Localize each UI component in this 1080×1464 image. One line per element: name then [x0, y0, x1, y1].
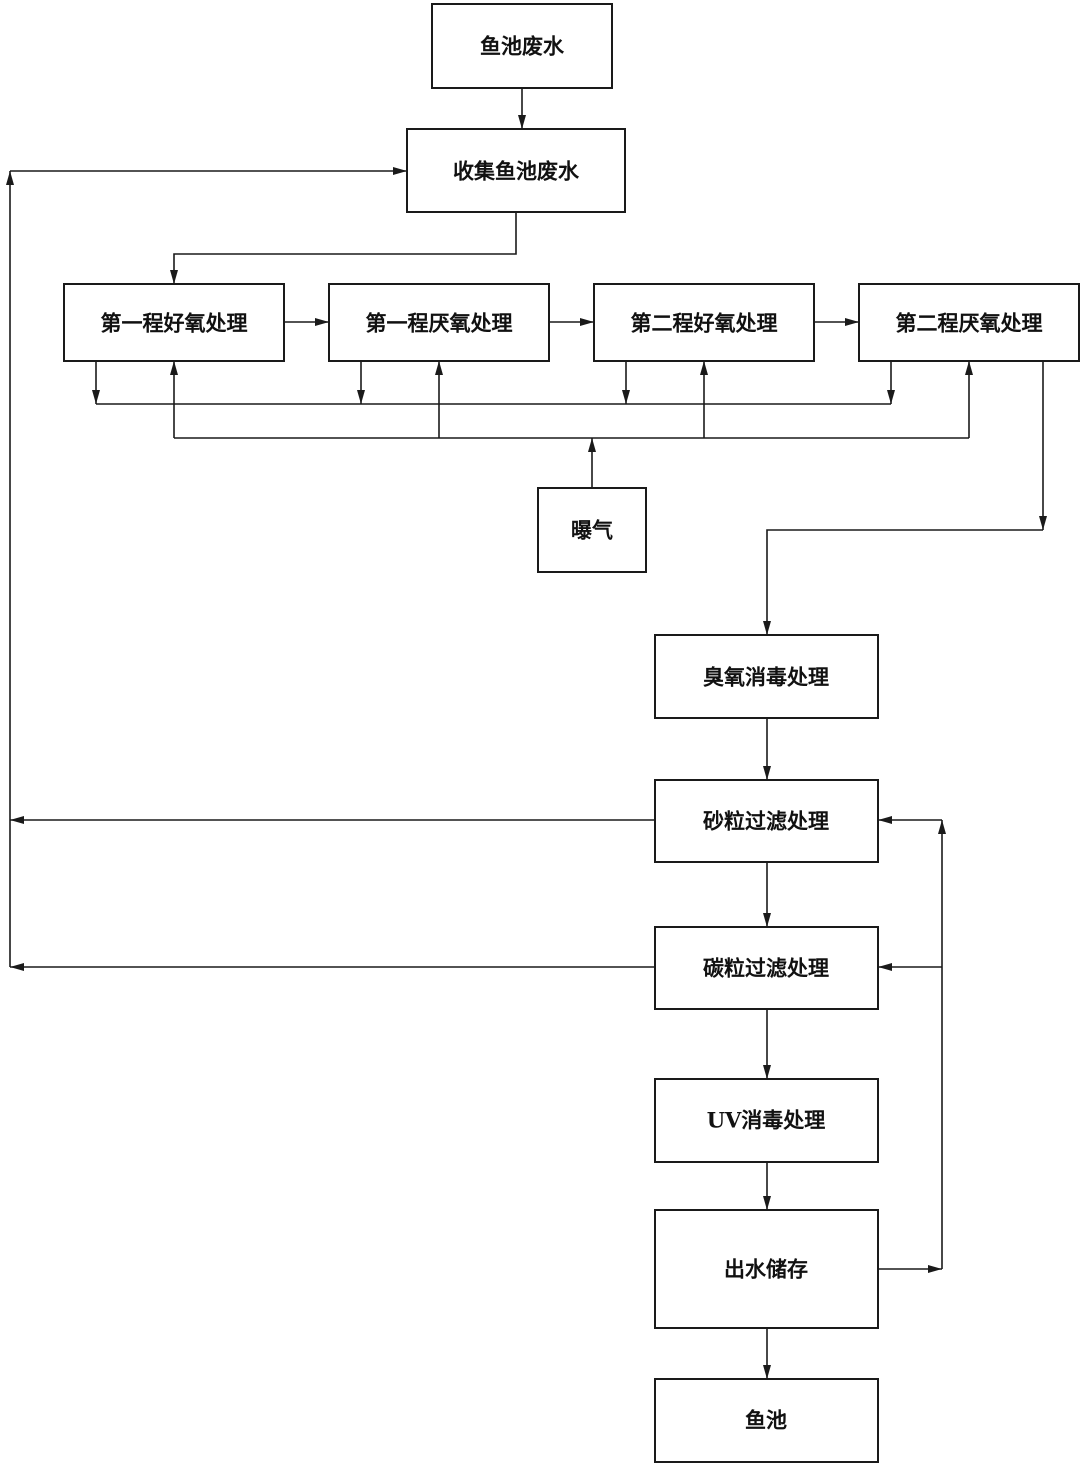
- node-label: 曝气: [571, 518, 613, 543]
- node-label: 第一程厌氧处理: [366, 311, 513, 336]
- node-ozone-disinfection: 臭氧消毒处理: [654, 634, 879, 719]
- node-collect-wastewater: 收集鱼池废水: [406, 128, 626, 213]
- node-label: 砂粒过滤处理: [703, 809, 829, 834]
- node-label: 鱼池: [745, 1408, 787, 1433]
- node-label: 第一程好氧处理: [101, 311, 248, 336]
- node-label: 收集鱼池废水: [453, 159, 580, 184]
- node-label: 臭氧消毒处理: [703, 665, 829, 690]
- node-carbon-filtration: 碳粒过滤处理: [654, 926, 879, 1010]
- node-aerobic-1: 第一程好氧处理: [63, 283, 285, 362]
- node-aeration: 曝气: [537, 487, 647, 573]
- node-label: 碳粒过滤处理: [703, 956, 829, 981]
- node-effluent-storage: 出水储存: [654, 1209, 879, 1329]
- node-label: 第二程厌氧处理: [896, 311, 1043, 336]
- node-uv-disinfection: UV消毒处理: [654, 1078, 879, 1163]
- node-anaerobic-1: 第一程厌氧处理: [328, 283, 550, 362]
- node-sand-filtration: 砂粒过滤处理: [654, 779, 879, 863]
- node-label: UV消毒处理: [707, 1108, 826, 1133]
- node-aerobic-2: 第二程好氧处理: [593, 283, 815, 362]
- node-label: 鱼池废水: [480, 34, 565, 59]
- arrow-to-ozone-disinfection: [763, 529, 1043, 635]
- node-label: 出水储存: [724, 1257, 808, 1282]
- node-fish-pond-wastewater: 鱼池废水: [431, 3, 613, 89]
- node-fish-pond: 鱼池: [654, 1378, 879, 1463]
- node-label: 第二程好氧处理: [631, 311, 778, 336]
- arrow-collect-to-aerobic-1: [170, 212, 517, 284]
- node-anaerobic-2: 第二程厌氧处理: [858, 283, 1080, 362]
